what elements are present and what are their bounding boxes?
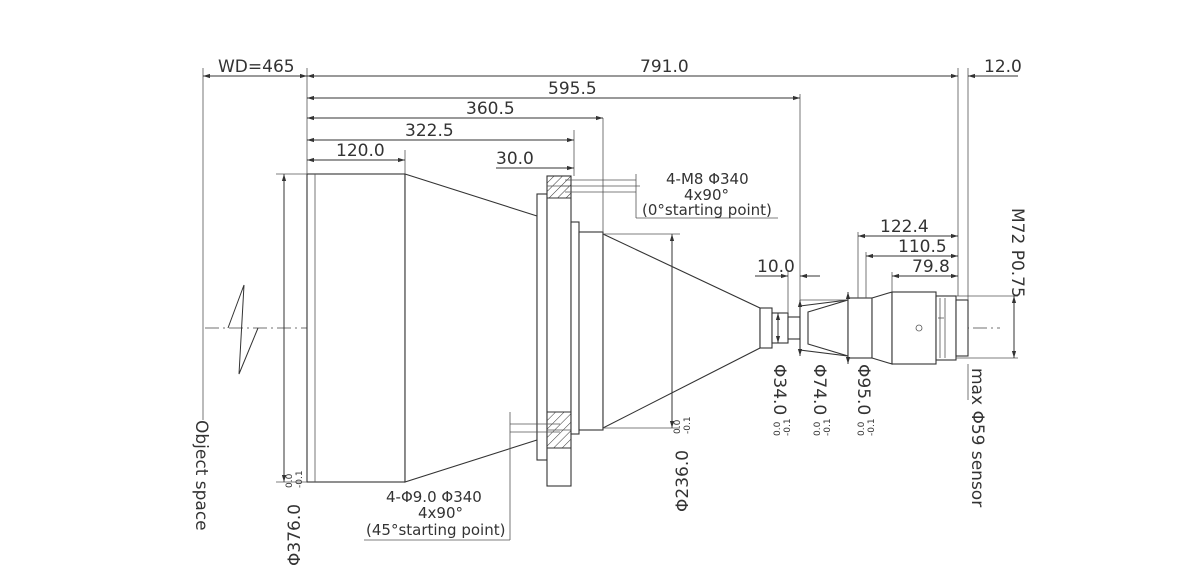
- dim-110: 110.5: [898, 237, 947, 257]
- svg-text:0.0: 0.0: [673, 419, 683, 434]
- waist: [771, 312, 789, 344]
- note-top-line2: 4x90°: [684, 186, 729, 204]
- dim-595: 595.5: [548, 79, 597, 99]
- diam-rear-flange: Φ95.0: [853, 364, 873, 415]
- dim-total-length: 791.0: [640, 57, 689, 77]
- dim-360: 360.5: [466, 99, 515, 119]
- note-top-line1: 4-M8 Φ340: [666, 170, 749, 188]
- diam-waist: Φ34.0: [769, 364, 789, 415]
- svg-text:0.0: 0.0: [857, 421, 867, 436]
- svg-text:-0.1: -0.1: [295, 470, 305, 488]
- break-mark: [227, 284, 259, 375]
- note-bottom-line2: 4x90°: [418, 504, 463, 522]
- top-hole-leader: [560, 174, 778, 219]
- diam-waist-group: Φ34.0: [769, 364, 789, 415]
- svg-text:0.0: 0.0: [813, 421, 823, 436]
- note-bottom-line3: (45°starting point): [366, 521, 505, 539]
- bottom-hole-leader: [364, 412, 560, 541]
- front-cone: [404, 173, 538, 483]
- front-barrel: [306, 173, 406, 483]
- svg-text:-0.1: -0.1: [783, 418, 793, 436]
- rear-flange: [847, 297, 873, 359]
- svg-text:0.0: 0.0: [773, 421, 783, 436]
- dim-wd: WD=465: [218, 57, 295, 77]
- diam-rear-barrel-group: Φ74.0: [809, 364, 829, 415]
- lens-body: [306, 173, 969, 487]
- diam-cone: Φ236.0: [673, 450, 693, 512]
- top-dimensions: [203, 73, 1018, 279]
- diam-cone-group: Φ236.0 0.0 -0.1: [673, 416, 693, 512]
- svg-text:-0.1: -0.1: [867, 418, 877, 436]
- diam-front-group: Φ376.0 0.0 -0.1: [285, 470, 305, 566]
- dim-sensor-gap: 12.0: [984, 57, 1022, 77]
- dim-79: 79.8: [912, 257, 950, 277]
- rear-cone: [602, 233, 761, 429]
- svg-text:-0.1: -0.1: [683, 416, 693, 434]
- diam-rear-flange-group: Φ95.0: [853, 364, 873, 415]
- dim-322: 322.5: [405, 121, 454, 141]
- svg-text:0.0: 0.0: [285, 473, 295, 488]
- note-top-line3: (0°starting point): [642, 201, 772, 219]
- diameter-lines: [276, 173, 1018, 483]
- thread-hole-section-top: [546, 175, 572, 199]
- note-bottom-line1: 4-Φ9.0 Φ340: [386, 488, 482, 506]
- label-sensor: max Φ59 sensor: [967, 368, 987, 507]
- label-object-space: Object space: [191, 420, 211, 531]
- svg-text:-0.1: -0.1: [823, 418, 833, 436]
- dim-120: 120.0: [336, 141, 385, 161]
- extension-lines: [202, 68, 969, 420]
- dim-122: 122.4: [880, 217, 929, 237]
- diam-front: Φ376.0: [285, 504, 305, 566]
- label-thread: M72 P0.75: [1007, 208, 1027, 298]
- dim-30: 30.0: [496, 149, 534, 169]
- diam-rear-barrel: Φ74.0: [809, 364, 829, 415]
- dim-10: 10.0: [757, 257, 795, 277]
